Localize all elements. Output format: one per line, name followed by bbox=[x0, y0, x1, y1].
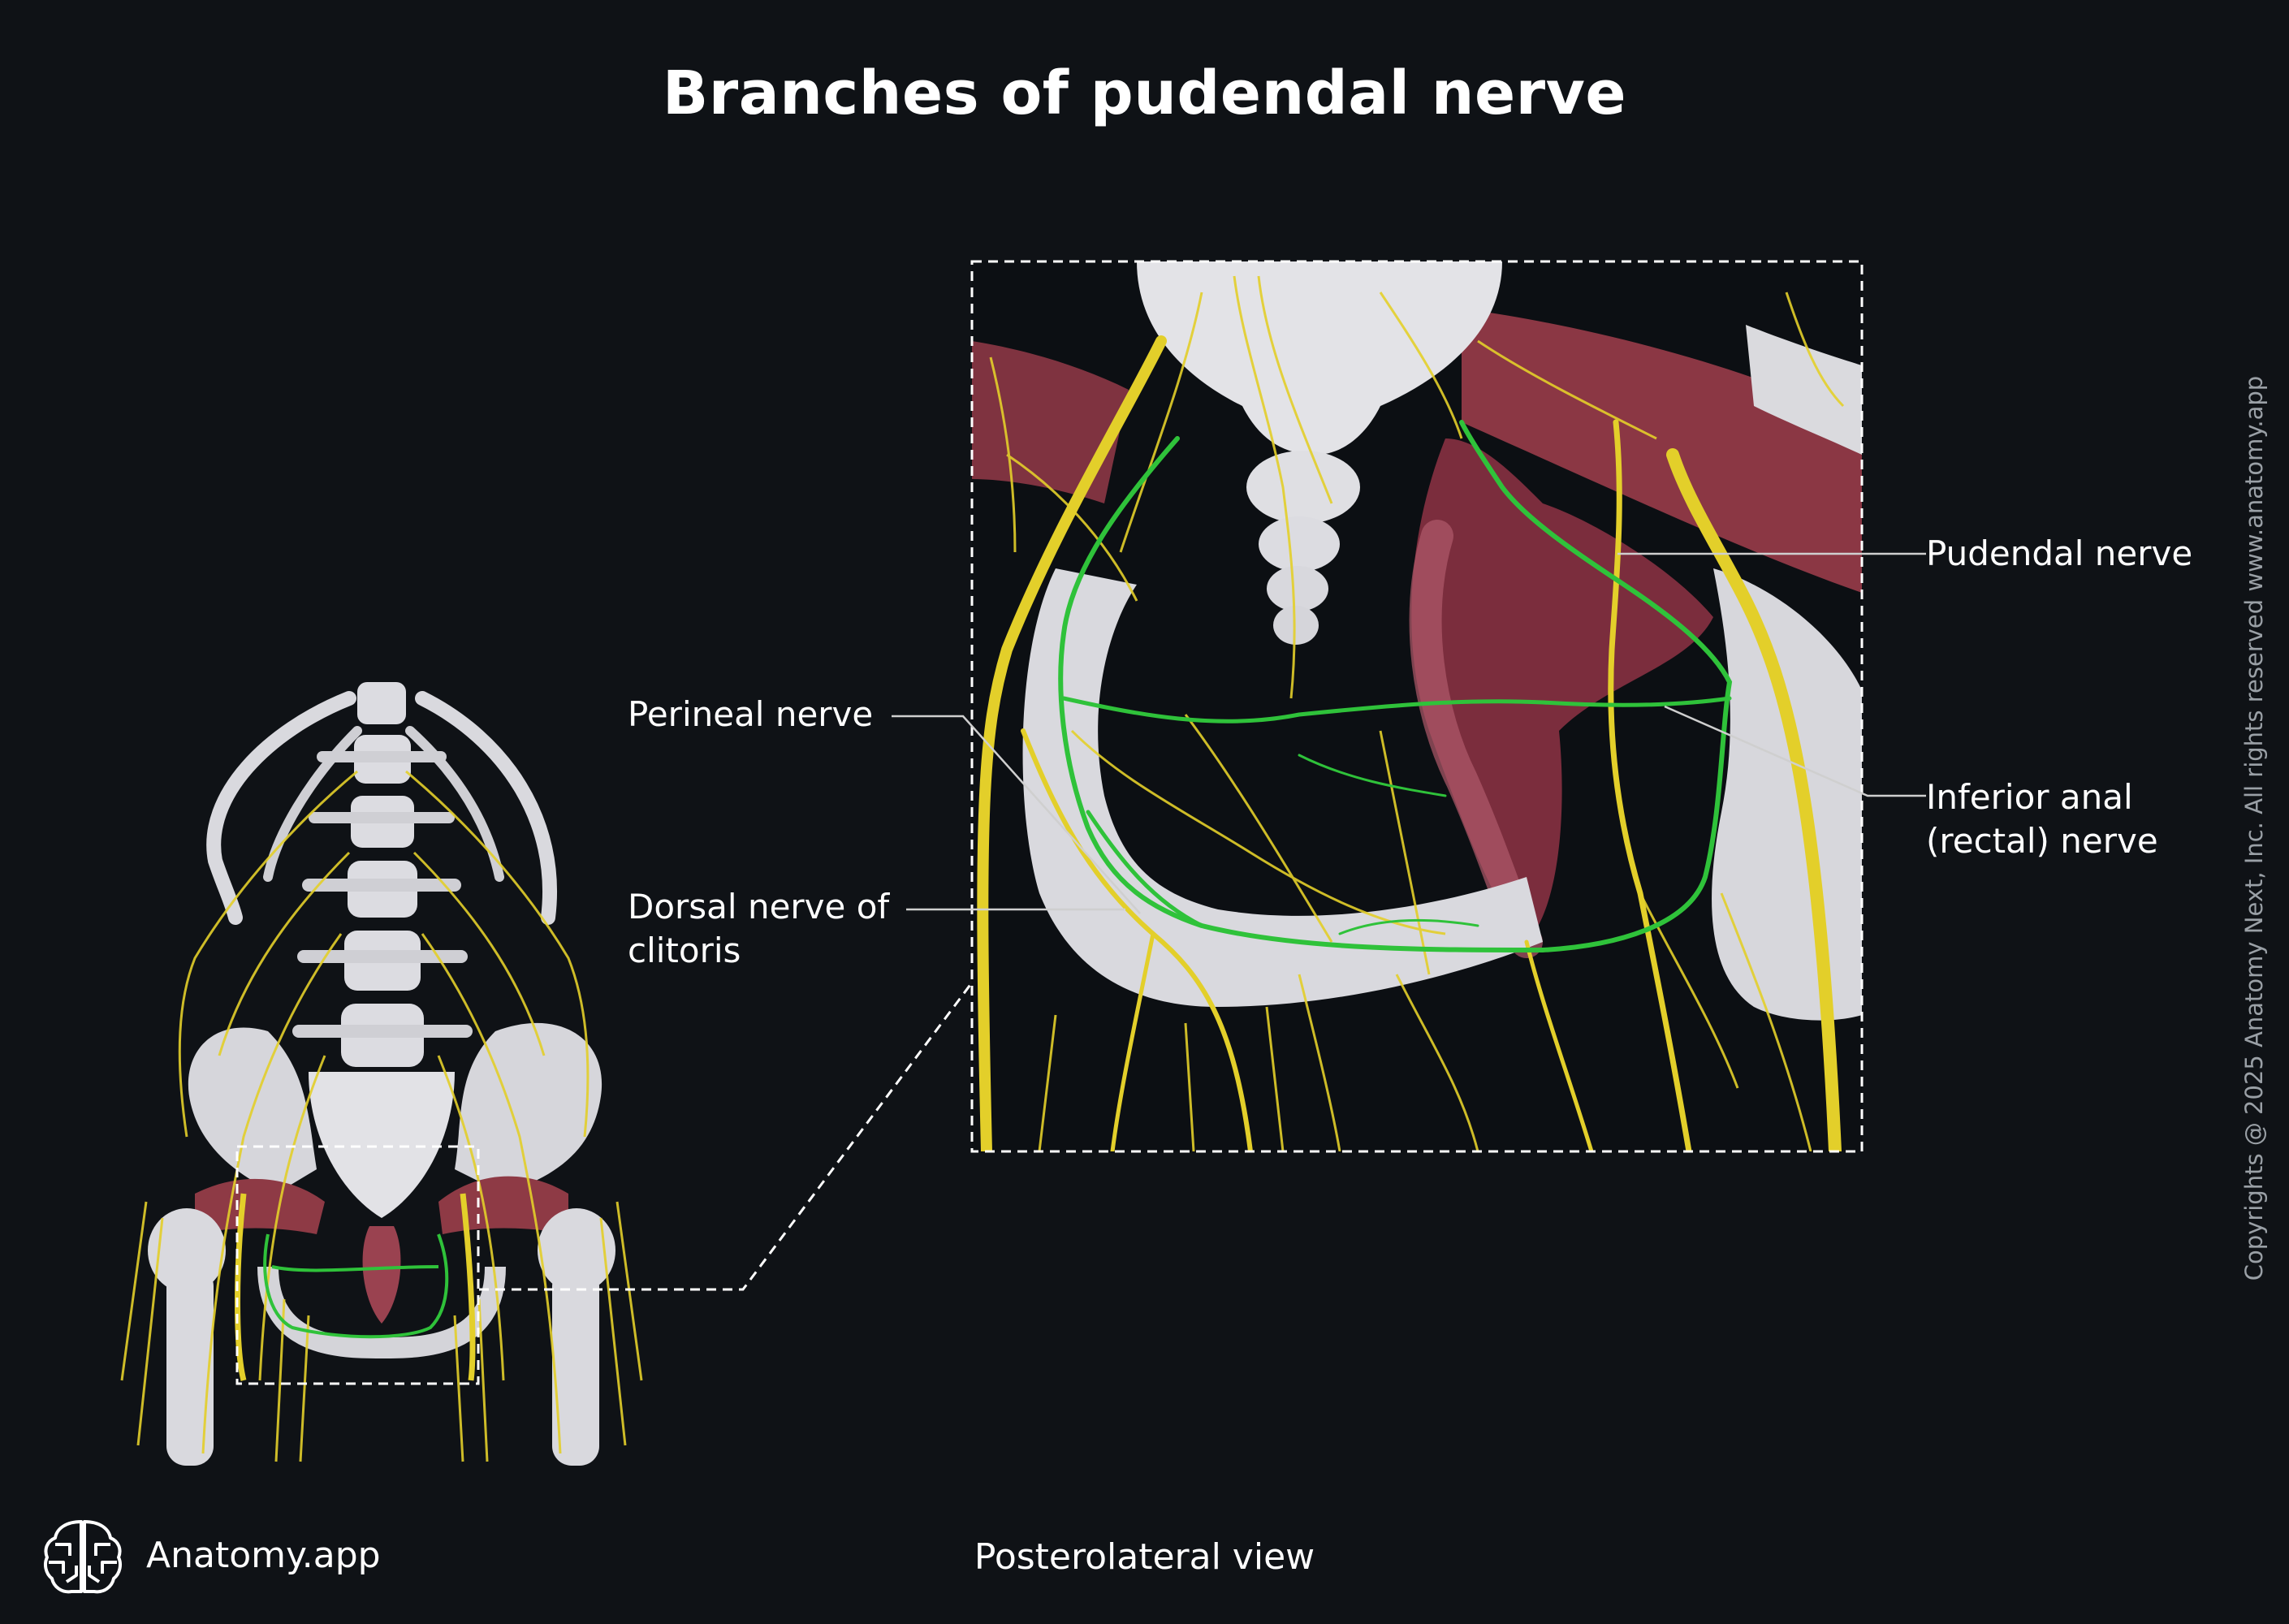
zoomed-pelvis-detail bbox=[972, 261, 1862, 1151]
zoom-frame bbox=[970, 260, 1864, 1153]
brand-name: Anatomy.app bbox=[146, 1535, 381, 1576]
label-inferior-anal-line1: Inferior anal bbox=[1926, 777, 2133, 817]
brain-logo-icon bbox=[44, 1520, 122, 1594]
label-dorsal-nerve-line1: Dorsal nerve of bbox=[628, 887, 890, 926]
leader-inferior-anal bbox=[1664, 705, 1926, 797]
label-inferior-anal-line2: (rectal) nerve bbox=[1926, 821, 2158, 861]
label-pudendal-nerve: Pudendal nerve bbox=[1926, 533, 2193, 573]
zoom-region-box bbox=[235, 1145, 480, 1385]
copyright-notice: Copyrights @ 2025 Anatomy Next, Inc. All… bbox=[2240, 375, 2268, 1281]
view-caption: Posterolateral view bbox=[974, 1536, 1315, 1578]
overview-skeleton bbox=[120, 682, 643, 1466]
label-perineal-nerve: Perineal nerve bbox=[628, 694, 874, 734]
label-dorsal-nerve-line2: clitoris bbox=[628, 931, 741, 970]
page-title: Branches of pudendal nerve bbox=[662, 58, 1627, 128]
leader-perineal bbox=[892, 715, 1141, 914]
zoom-connector-line bbox=[479, 982, 974, 1291]
